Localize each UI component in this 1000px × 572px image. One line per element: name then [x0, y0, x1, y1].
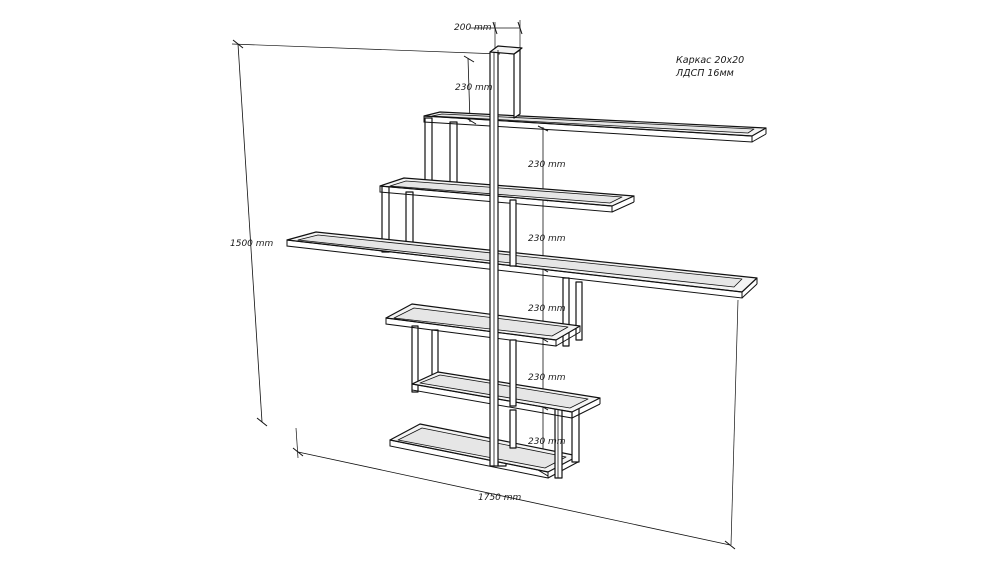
spacing-label-1: 230 mm — [455, 83, 493, 93]
dimension-lines — [231, 20, 739, 550]
shelf-6 — [389, 423, 579, 479]
shelf-1 — [423, 111, 767, 143]
shelf-2 — [379, 177, 635, 213]
spacing-label-5: 230 mm — [528, 373, 566, 383]
width-label: 1750 mm — [478, 493, 522, 503]
height-label: 1500 mm — [230, 239, 274, 249]
dimension-labels: 200 mm 1500 mm 1750 mm 230 mm 230 mm 230… — [230, 23, 566, 503]
shelf-4 — [385, 303, 581, 347]
spacing-label-4: 230 mm — [528, 304, 566, 314]
material-notes: Каркас 20x20 ЛДСП 16мм — [675, 55, 744, 79]
spacing-label-2: 230 mm — [528, 160, 566, 170]
depth-label: 200 mm — [454, 23, 492, 33]
frame-note: Каркас 20x20 — [676, 55, 744, 66]
spacing-label-3: 230 mm — [528, 234, 566, 244]
shelf-3 — [286, 231, 758, 299]
shelf-5 — [411, 325, 601, 419]
spacing-label-6: 230 mm — [528, 437, 566, 447]
central-post — [489, 45, 523, 467]
board-note: ЛДСП 16мм — [675, 68, 734, 79]
